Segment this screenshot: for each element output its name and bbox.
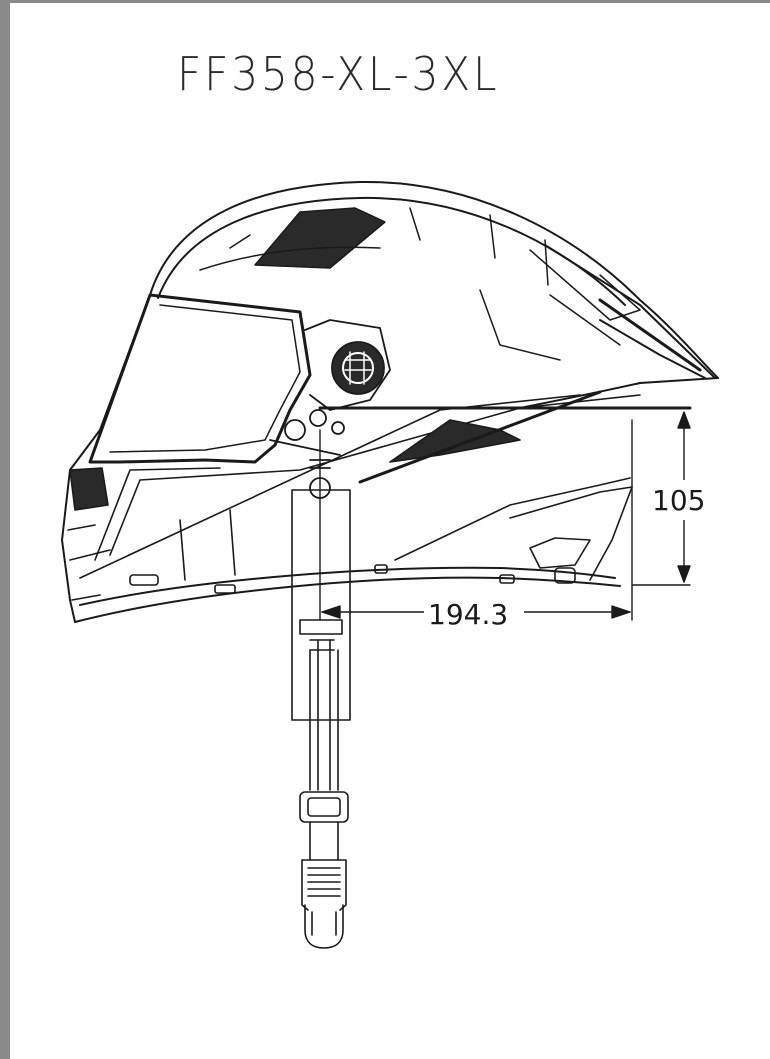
height-dimension-bg xyxy=(648,480,718,520)
top-vents xyxy=(199,207,641,361)
side-panel xyxy=(79,390,641,594)
chin-vent xyxy=(67,467,111,601)
rear-spoiler xyxy=(544,244,716,379)
visor-pivot-mechanism xyxy=(269,319,391,499)
length-dimension-label: 194.3 xyxy=(428,598,508,631)
drawing-title: FF358-XL-3XL xyxy=(177,47,500,101)
visor xyxy=(88,293,312,464)
chin-strap xyxy=(291,489,351,949)
length-dimension-bg xyxy=(424,596,524,630)
helmet-shell xyxy=(61,180,719,623)
height-dimension-label: 105 xyxy=(652,484,705,517)
